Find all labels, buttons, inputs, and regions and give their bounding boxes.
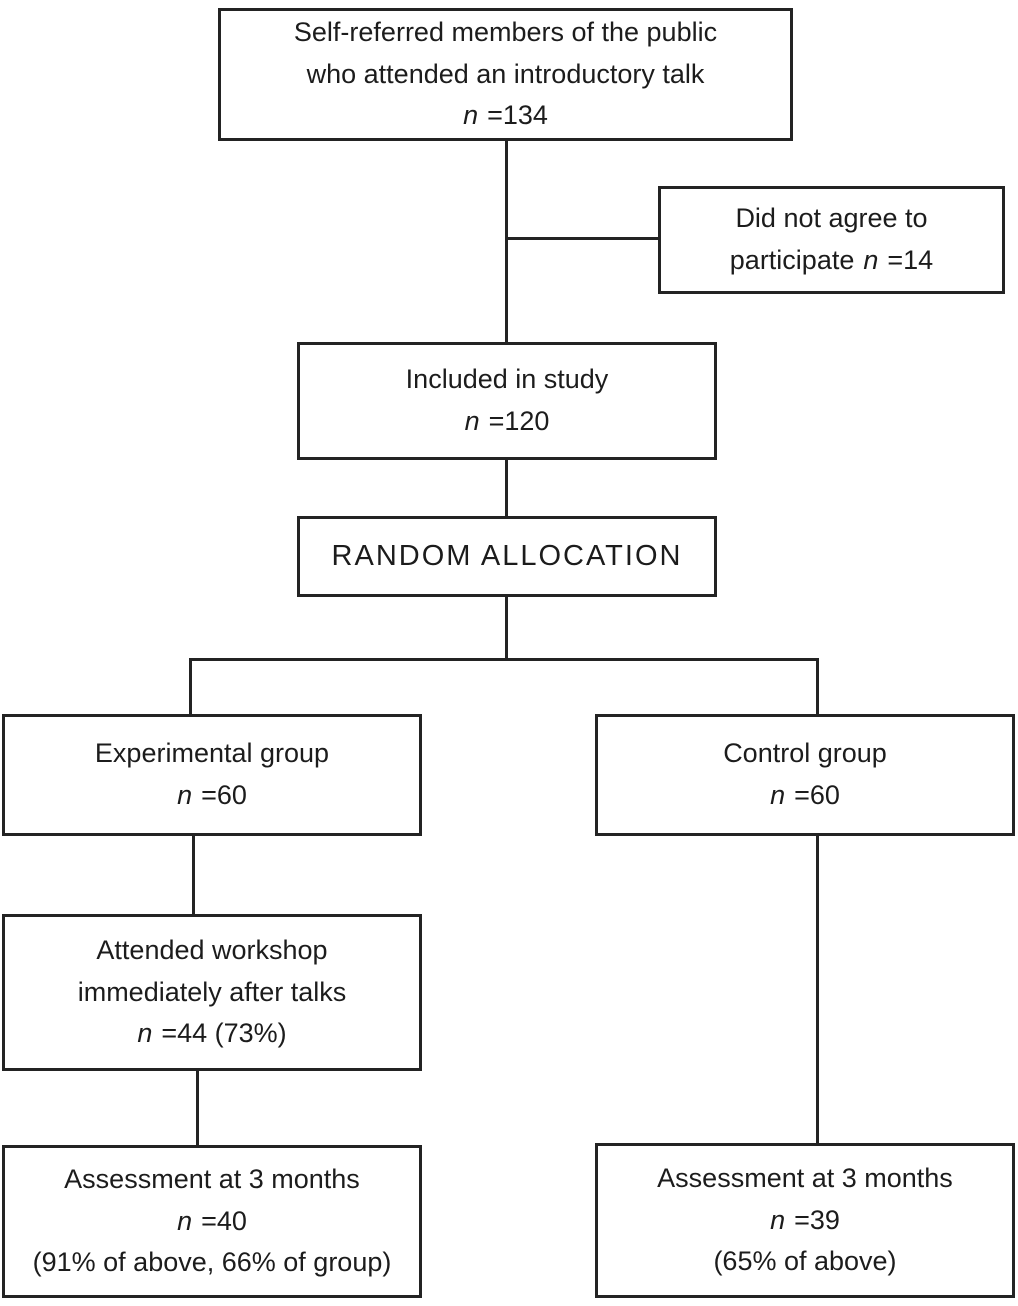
node-count-line: n =44 (73%) <box>137 1013 286 1055</box>
n-value: =120 <box>488 406 550 436</box>
connector-split-to-experimental <box>189 658 192 716</box>
node-control-group: Control group n =60 <box>595 714 1015 836</box>
node-self-referred: Self-referred members of the public who … <box>218 8 793 141</box>
n-symbol: n <box>463 100 479 131</box>
connector-referred-to-included <box>505 140 508 344</box>
n-symbol: n <box>137 1018 153 1049</box>
connector-random-to-split <box>505 595 508 661</box>
n-value: =60 <box>794 780 840 810</box>
node-assessment-experimental: Assessment at 3 months n =40 (91% of abov… <box>2 1145 422 1298</box>
node-count-line: n =60 <box>177 775 247 817</box>
node-text-line: Assessment at 3 months <box>64 1163 360 1194</box>
n-value: =14 <box>887 245 934 275</box>
n-symbol: n <box>177 1205 193 1236</box>
connector-branch-to-declined <box>505 237 660 240</box>
n-value: =39 <box>794 1204 840 1235</box>
node-text-line: who attended an introductory talk <box>306 58 705 89</box>
node-text-word: participate <box>729 245 855 275</box>
node-experimental-group: Experimental group n =60 <box>2 714 422 836</box>
n-value: =134 <box>487 100 548 131</box>
n-symbol: n <box>464 406 480 436</box>
node-count-line: participate n =14 <box>730 240 933 282</box>
node-text-line: Control group <box>723 738 887 769</box>
connector-split-to-control <box>816 658 819 716</box>
node-random-allocation: RANDOM ALLOCATION <box>297 516 717 597</box>
n-symbol: n <box>770 1204 786 1235</box>
node-count-line: n =60 <box>770 775 840 817</box>
node-included-in-study: Included in study n =120 <box>297 342 717 460</box>
connector-experimental-to-workshop <box>192 834 195 916</box>
node-text-line: Experimental group <box>94 738 330 769</box>
n-symbol: n <box>770 780 786 810</box>
node-text-line: immediately after talks <box>77 976 347 1007</box>
node-did-not-agree: Did not agree to participate n =14 <box>658 186 1005 294</box>
n-value: =40 <box>201 1205 247 1236</box>
n-symbol: n <box>177 780 193 810</box>
n-value: =44 (73%) <box>161 1018 287 1049</box>
connector-workshop-to-assessment <box>196 1069 199 1147</box>
n-value: =60 <box>201 780 247 810</box>
n-symbol: n <box>863 245 879 275</box>
connector-control-to-assessment <box>816 834 819 1145</box>
node-attended-workshop: Attended workshop immediately after talk… <box>2 914 422 1071</box>
node-text-line: Assessment at 3 months <box>657 1162 953 1193</box>
node-text-line: Self-referred members of the public <box>293 16 718 47</box>
node-text-line: Attended workshop <box>96 934 328 965</box>
node-assessment-control: Assessment at 3 months n =39 (65% of abov… <box>595 1143 1015 1298</box>
node-count-line: n =39 <box>770 1200 840 1242</box>
node-text-line: (91% of above, 66% of group) <box>32 1247 392 1278</box>
node-count-line: n =40 <box>177 1201 247 1243</box>
node-text-line: (65% of above) <box>713 1246 897 1277</box>
node-count-line: n =134 <box>463 95 548 137</box>
node-count-line: n =120 <box>465 401 550 443</box>
connector-split-horizontal <box>189 658 819 661</box>
connector-included-to-random <box>505 458 508 518</box>
node-text-line: Included in study <box>405 364 609 395</box>
node-text-line: RANDOM ALLOCATION <box>331 540 683 573</box>
node-text-line: Did not agree to <box>735 203 928 234</box>
